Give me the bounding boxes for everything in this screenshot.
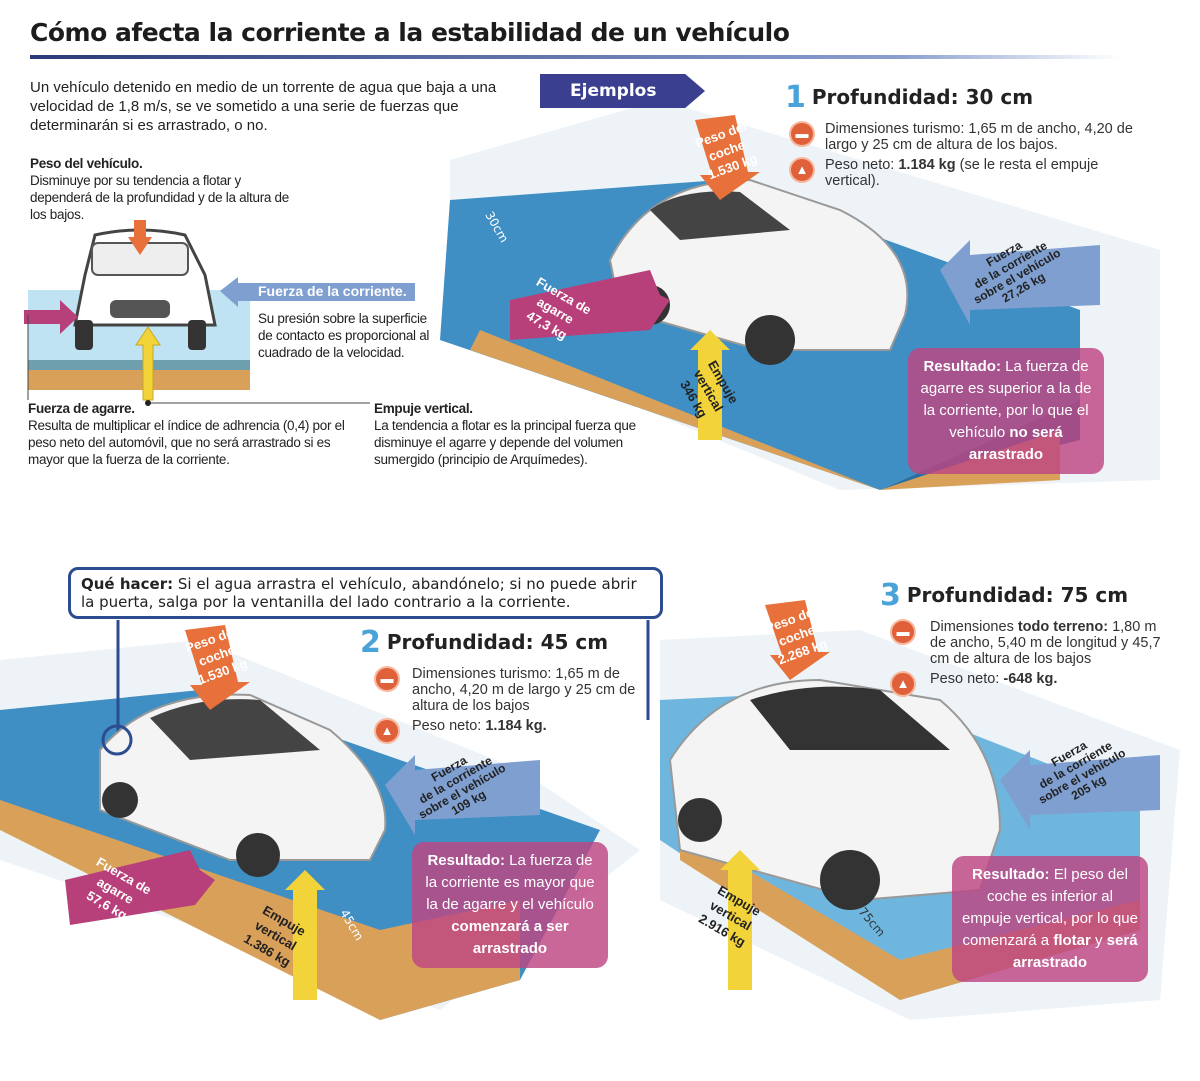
car-dimensions-icon: ▬	[890, 619, 916, 645]
fuerza-agarre-heading: Fuerza de agarre.	[28, 401, 135, 416]
scene-title: Profundidad: 45 cm	[386, 630, 609, 654]
front-car-diagram	[24, 220, 415, 406]
peso-vehiculo-text: Disminuye por su tendencia a flotar y de…	[30, 173, 289, 222]
empuje-arrow	[690, 330, 730, 440]
ground-block	[0, 800, 520, 1020]
scene-title: Profundidad: 30 cm	[811, 85, 1034, 109]
empuje-vertical-note: Empuje vertical. La tendencia a flotar e…	[374, 400, 654, 468]
peso-vehiculo-heading: Peso del vehículo.	[30, 156, 143, 171]
ground-block	[470, 330, 1060, 490]
fuerza-agarre-text: Resulta de multiplicar el índice de adhr…	[28, 418, 345, 467]
weight-arrow	[128, 220, 152, 255]
scene-title: Profundidad: 75 cm	[906, 583, 1129, 607]
resultado-box: Resultado: La fuerza de la corriente es …	[412, 842, 608, 968]
agarre-arrow	[510, 270, 670, 340]
resultado-box: Resultado: La fuerza de agarre es superi…	[908, 348, 1104, 474]
scene-number: 1	[785, 80, 806, 115]
peso-arrow	[695, 115, 760, 200]
car-dimensions-icon: ▬	[374, 666, 400, 692]
empuje-vertical-text: La tendencia a flotar es la principal fu…	[374, 418, 636, 467]
dimensions-text: Dimensiones turismo: 1,65 m de ancho, 4,…	[825, 121, 1133, 153]
fuerza-agarre-note: Fuerza de agarre. Resulta de multiplicar…	[28, 400, 358, 468]
peso-vehiculo-note: Peso del vehículo. Disminuye por su tend…	[30, 155, 295, 223]
title-underline	[30, 55, 1120, 59]
agarre-arrow	[24, 300, 78, 334]
empuje-arrow	[285, 870, 325, 1000]
ejemplos-banner: Ejemplos	[540, 74, 705, 108]
empuje-arrow	[720, 850, 760, 990]
scene-number: 2	[360, 625, 381, 660]
que-hacer-box: Qué hacer: Si el agua arrastra el vehícu…	[68, 567, 663, 619]
ground-area	[28, 370, 250, 390]
peso-arrow	[765, 600, 830, 680]
scene-1-illustration	[440, 100, 1160, 490]
dimensions-text: Dimensiones turismo: 1,65 m de ancho, 4,…	[412, 666, 636, 714]
fuerza-corriente-label: Fuerza de la corriente.	[258, 283, 407, 299]
weight-icon: ▲	[374, 718, 400, 744]
peso-arrow	[185, 625, 250, 710]
corriente-arrow	[940, 240, 1100, 325]
corriente-arrow	[220, 277, 415, 307]
agarre-arrow	[65, 850, 215, 925]
intro-text: Un vehículo detenido en medio de un torr…	[30, 79, 497, 134]
empuje-vertical-heading: Empuje vertical.	[374, 401, 473, 416]
weight-icon: ▲	[890, 671, 916, 697]
car-dimensions-icon: ▬	[789, 121, 815, 147]
resultado-box: Resultado: El peso del coche es inferior…	[952, 856, 1148, 982]
fuerza-corriente-text: Su presión sobre la superficie de contac…	[258, 311, 430, 360]
weight-icon: ▲	[789, 157, 815, 183]
corriente-arrow	[385, 755, 540, 835]
corriente-arrow	[1000, 750, 1160, 830]
page-title: Cómo afecta la corriente a la estabilida…	[30, 18, 790, 47]
scene-number: 3	[880, 578, 901, 613]
